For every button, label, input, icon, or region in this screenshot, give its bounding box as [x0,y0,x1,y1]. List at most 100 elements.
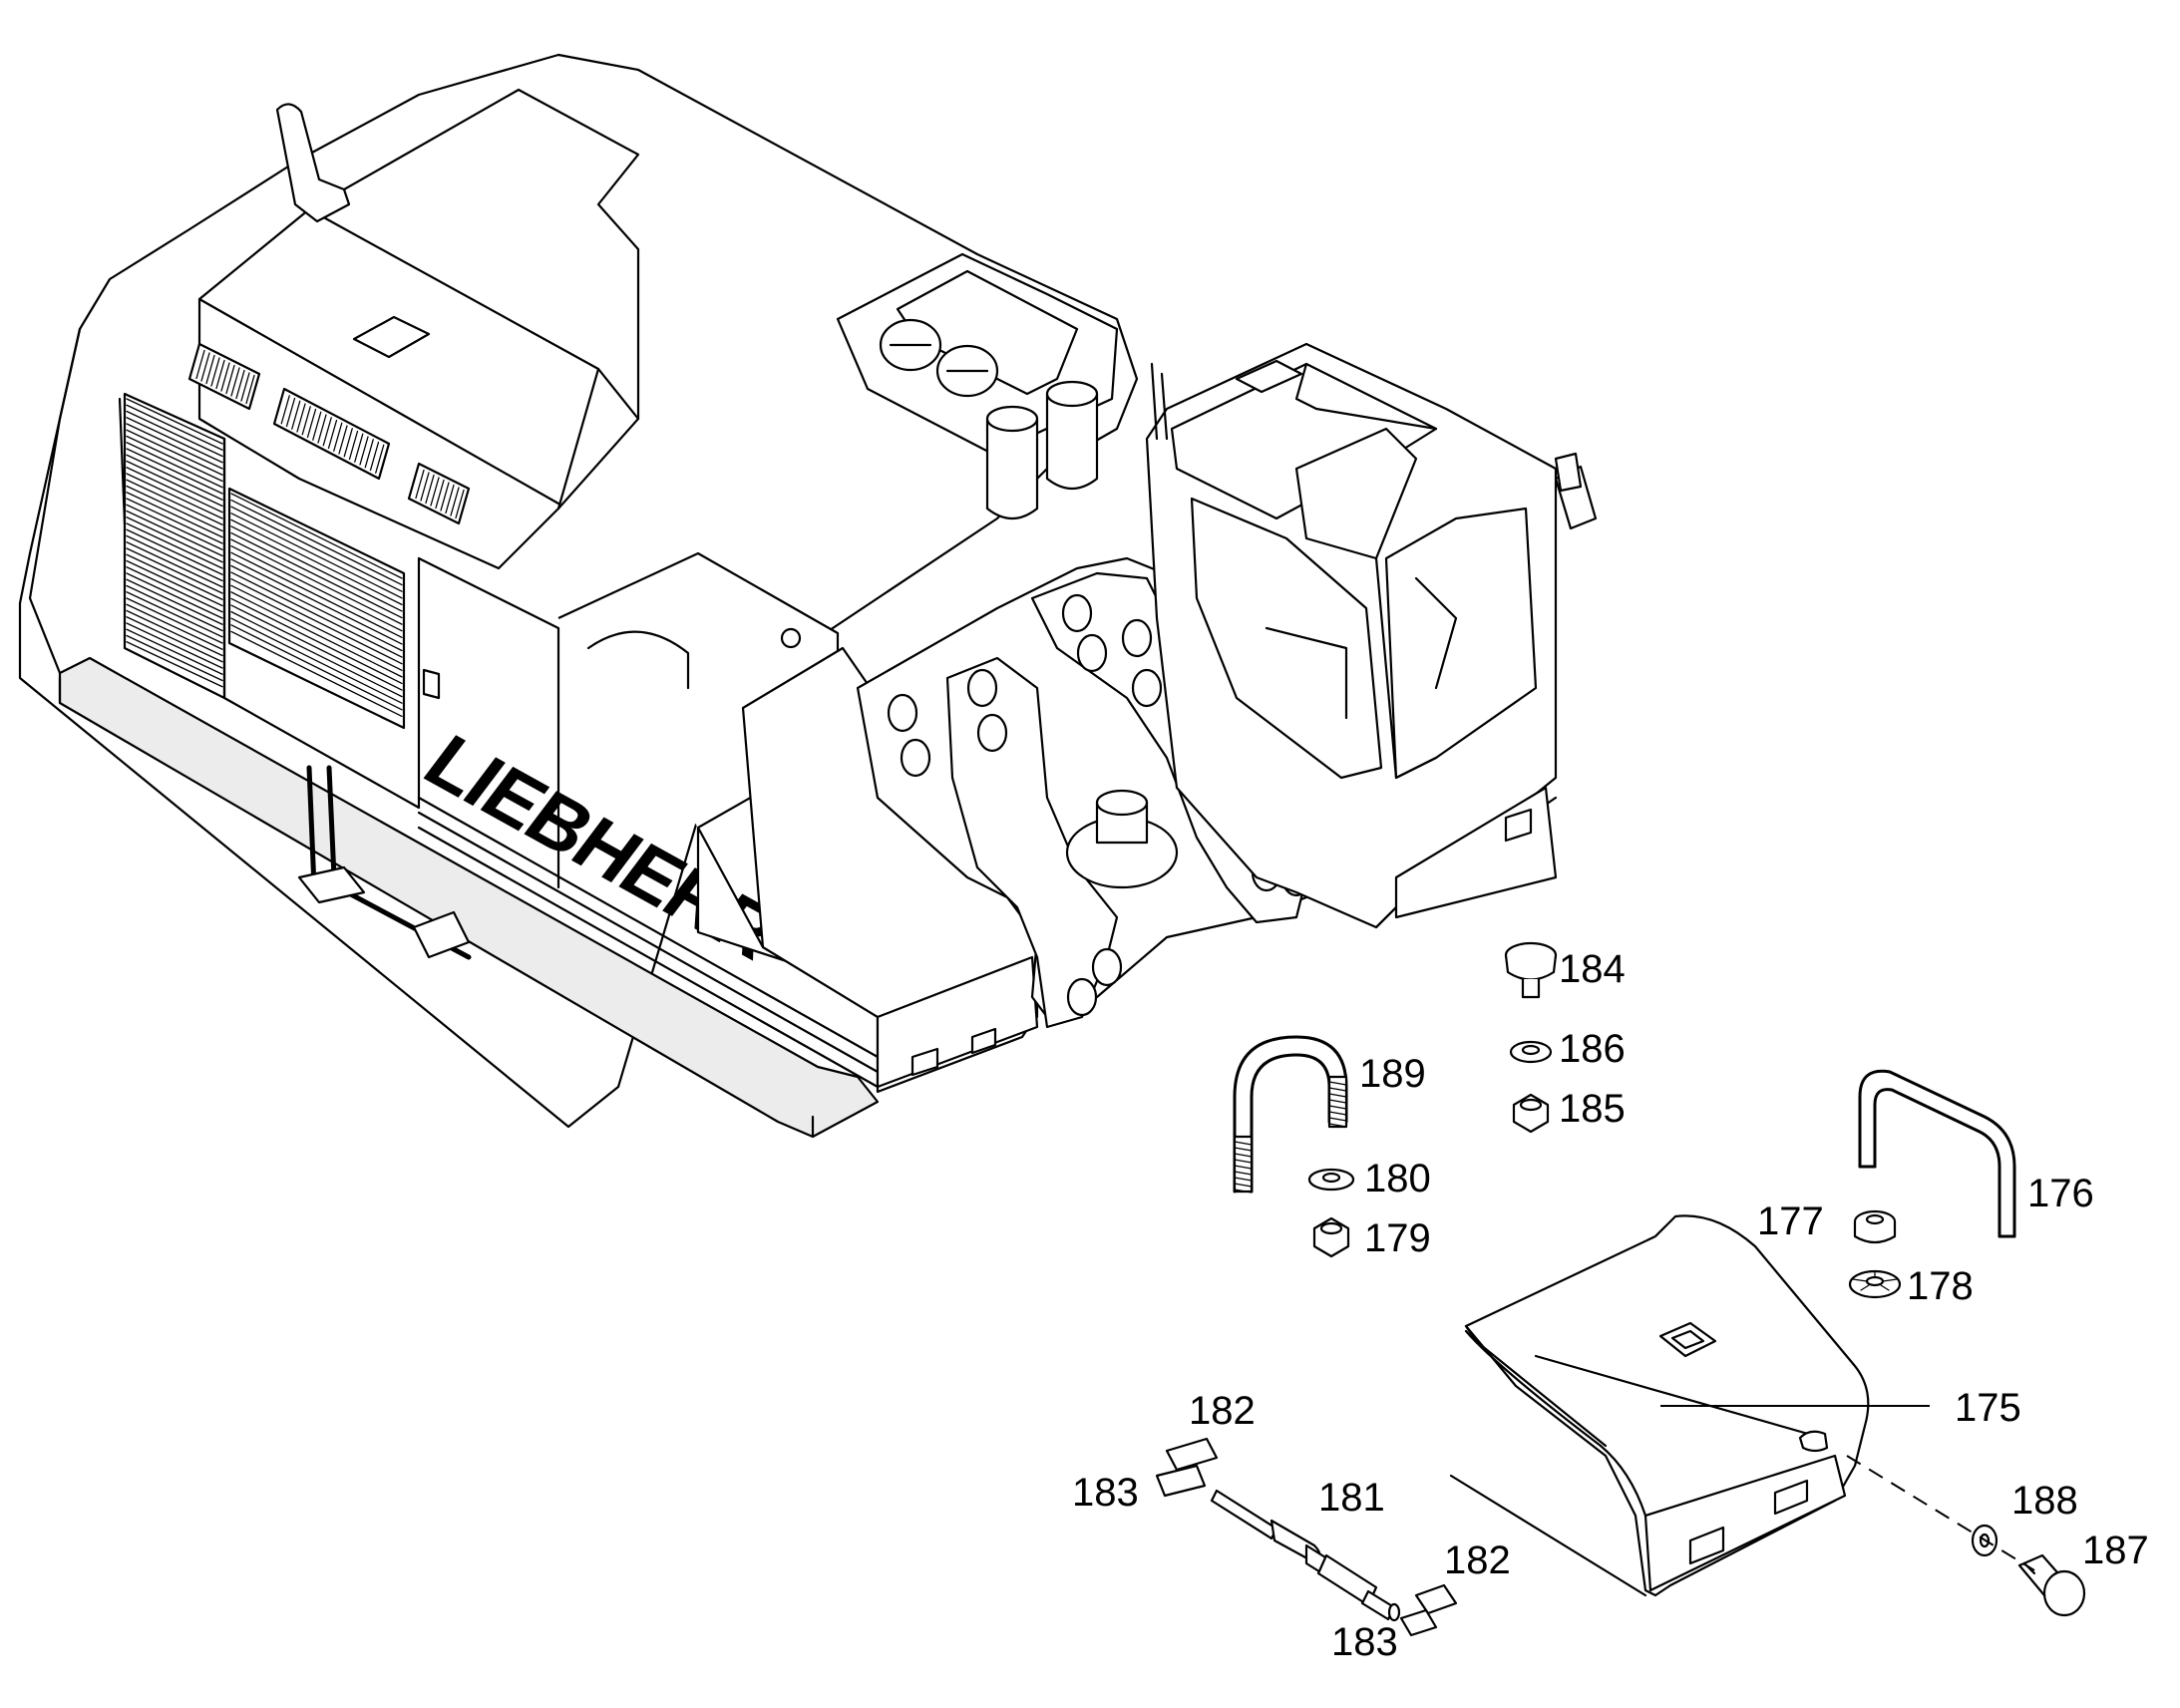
hatch-line [354,433,364,463]
part-175-cover [1449,1214,1870,1597]
hatch-line [1234,1153,1253,1158]
hatch-line [230,367,240,397]
hatch-line [126,547,223,594]
hatch-line [126,473,223,519]
callout-180: 180 [1364,1157,1431,1200]
bracket-hole [966,668,998,708]
hatch-line [126,622,223,669]
hatch-line [1328,1081,1347,1086]
hatch-line [291,400,301,430]
hatch-line [343,428,353,458]
bracket-hole [887,693,918,733]
hatch-line [126,628,223,675]
hatch-line [220,362,230,392]
hatch-line [230,551,403,638]
part-179-nut [1312,1216,1350,1258]
callout-182-bottom: 182 [1444,1538,1511,1582]
part-176-handle [1858,1069,2016,1238]
hatch-line [430,477,440,507]
bracket-hole [1091,947,1123,987]
hatch-line [338,425,348,455]
part-189-u-bolt [1233,1035,1348,1194]
bracket-hole [900,738,931,778]
hatch-line [126,429,223,476]
hatch-line [126,485,223,532]
hatch-line [200,352,210,382]
hatch-line [126,479,223,525]
hatch-line [126,541,223,588]
hatch-line [1234,1189,1253,1194]
callout-175: 175 [1955,1386,2021,1430]
hatch-line [455,489,465,519]
hatch-line [312,411,322,441]
hatch-line [126,423,223,470]
callout-labels: 184 186 185 189 180 179 176 177 178 175 … [1072,947,2149,1664]
hatch-line [230,617,403,704]
hatch-line [230,578,403,665]
hatch-line [1234,1147,1253,1152]
hatch-line [126,510,223,557]
hatch-line [415,469,425,500]
callout-185: 185 [1559,1087,1626,1131]
hatch-line [215,359,225,390]
hatch-line [333,422,343,452]
hatch-line [230,499,403,586]
hood-vents [187,342,471,525]
bracket-hole [1076,633,1108,673]
machine-uppercarriage: LIEBHERR [18,53,1598,1139]
hatch-line [1328,1093,1347,1098]
part-187-bolt [2017,1553,2086,1617]
hatch-line [296,403,306,433]
callout-179: 179 [1364,1216,1431,1260]
hatch-line [230,571,403,658]
hatch-line [230,630,403,718]
hatch-line [230,610,403,698]
hatch-line [126,616,223,663]
hatch-line [126,584,223,632]
hatch-line [1234,1165,1253,1170]
hatch-line [230,591,403,678]
hatch-line [1328,1117,1347,1122]
hatch-line [126,435,223,483]
hatch-line [230,493,403,579]
hatch-line [364,439,374,469]
hatch-line [126,454,223,501]
callout-178: 178 [1907,1264,1974,1308]
hatch-line [126,603,223,650]
hatch-line [126,504,223,550]
hatch-line [230,558,403,645]
hatch-line [126,467,223,513]
part-184-knob [1504,941,1558,999]
hatch-line [1328,1099,1347,1104]
hatch-line [126,534,223,582]
hatch-line [230,525,403,612]
hatch-line [126,559,223,607]
callout-189: 189 [1359,1052,1426,1096]
hatch-line [1328,1123,1347,1128]
hatch-line [369,441,380,472]
callout-184: 184 [1559,947,1626,991]
callout-177: 177 [1757,1199,1824,1243]
callout-176: 176 [2027,1172,2094,1215]
hatch-line [205,354,215,385]
part-182-183-clevis-left [1155,1437,1219,1498]
hatch-line [348,430,359,461]
bracket-hole [1121,618,1153,658]
hatch-line [230,545,403,632]
hatch-line [126,522,223,569]
hatch-line [126,553,223,600]
callout-187: 187 [2082,1529,2149,1572]
handrail [297,765,472,960]
hatch-line [230,538,403,625]
assembly-line [1846,1455,2035,1571]
side-door-latch [422,668,441,700]
hatch-line [1234,1183,1253,1188]
hatch-line [126,572,223,619]
hatch-line [440,482,450,512]
part-181-gas-spring [1210,1489,1401,1622]
callout-188: 188 [2011,1479,2078,1523]
hatch-line [126,404,223,451]
hatch-line [225,364,235,395]
